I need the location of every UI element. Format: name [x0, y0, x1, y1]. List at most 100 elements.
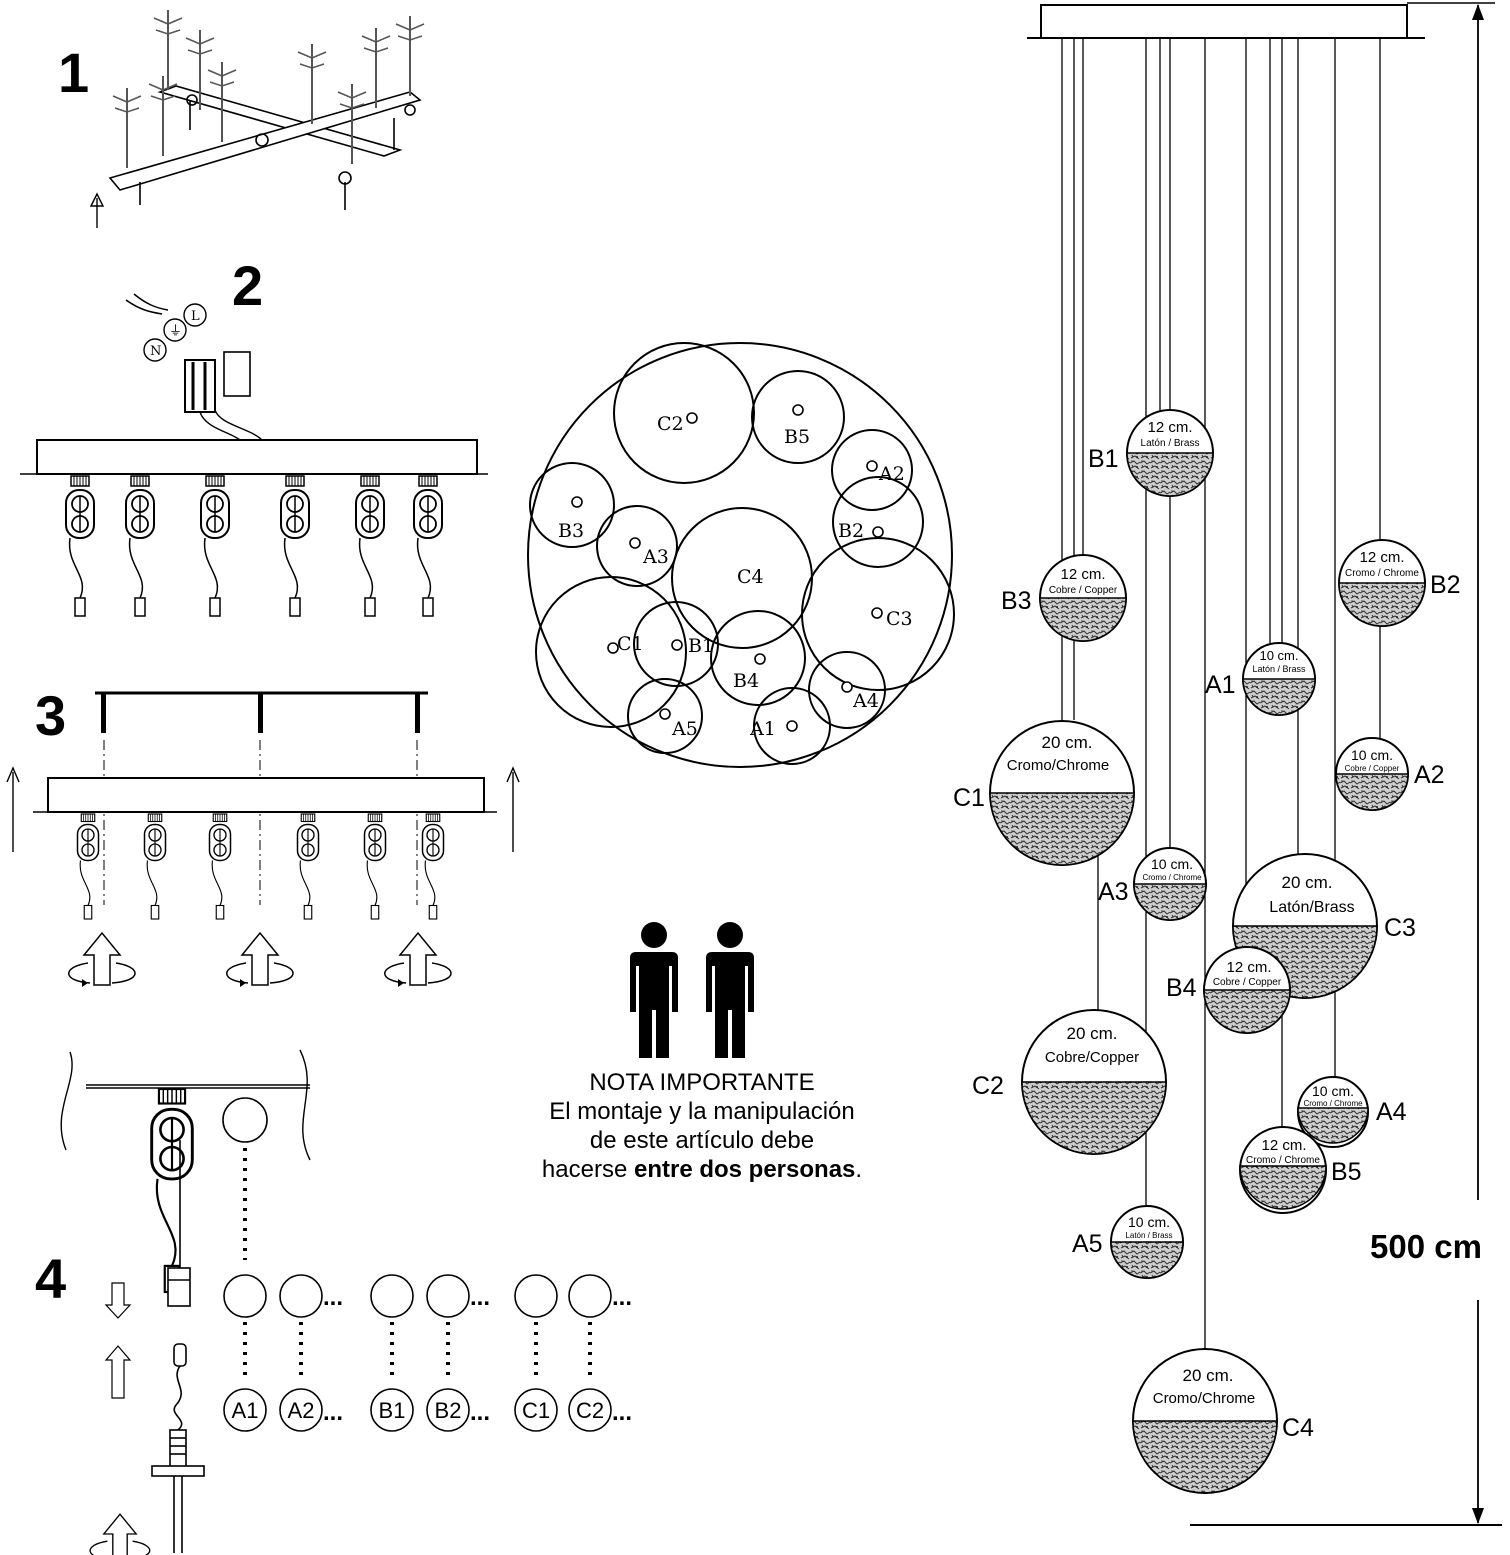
top-view-labels: C2 B5 A2 B3 A3 B2 C4 C3 C1 B1 B4 A4 A5 A…: [558, 413, 913, 740]
rotate-fix-icons: [67, 932, 452, 988]
canopy-plate: [36, 439, 478, 475]
step-2: 2 N ⏚ L: [20, 254, 488, 617]
pendant-size: 10 cm.: [1351, 747, 1393, 763]
pendant-size: 20 cm.: [1281, 873, 1332, 892]
up-arrow-icon: [104, 1345, 132, 1399]
note-heading: NOTA IMPORTANTE: [589, 1069, 815, 1096]
sequence-label: C1: [522, 1398, 550, 1423]
pendant-finish: Latón/Brass: [1269, 899, 1354, 916]
lamp-holder: [151, 1140, 205, 1553]
pendant-finish: Latón / Brass: [1252, 664, 1306, 674]
top-label: C4: [737, 566, 764, 588]
note-line-1: El montaje y la manipulación: [549, 1098, 855, 1125]
lift-arrow-left-icon: [6, 766, 20, 852]
step-3-number: 3: [35, 684, 66, 747]
pendant-A3: 10 cm. Cromo / Chrome A3: [1098, 847, 1207, 921]
top-label: B5: [784, 426, 810, 448]
earth-label: ⏚: [169, 323, 182, 338]
pendant-size: 20 cm.: [1182, 1366, 1233, 1385]
lift-arrow-right-icon: [506, 766, 520, 852]
pendant-B2: 12 cm. Cromo / Chrome B2: [1338, 539, 1461, 627]
pendant-finish: Cromo/Chrome: [1007, 757, 1110, 774]
elevation-canopy: [1040, 4, 1408, 39]
top-label: C2: [657, 413, 684, 435]
terminal-block: [184, 359, 216, 413]
sequence-label: C2: [576, 1398, 604, 1423]
note-line-3: hacerse entre dos personas.: [492, 1155, 912, 1184]
pendant-size: 12 cm.: [1261, 1137, 1306, 1154]
note-line-3-prefix: hacerse: [541, 1156, 634, 1183]
pendant-id: A5: [1072, 1230, 1103, 1258]
pendant-finish: Cobre / Copper: [1049, 585, 1118, 596]
sequence-ellipsis: ...: [612, 1399, 632, 1426]
down-arrow-icon: [104, 1282, 132, 1319]
wiring-diagram: N ⏚ L: [125, 293, 263, 441]
top-label: A5: [671, 718, 698, 740]
pendant-B1: 12 cm. Latón / Brass B1: [1088, 409, 1214, 497]
cross-bracket: [108, 85, 422, 210]
pendant-C1: 20 cm. Cromo/Chrome C1: [953, 720, 1135, 866]
note-line-2: de este artículo debe: [589, 1127, 815, 1154]
sequence-ellipsis: ...: [323, 1399, 343, 1426]
pendant-finish: Cromo/Chrome: [1153, 1390, 1256, 1407]
pendant-C4: 20 cm. Cromo/Chrome C4: [1132, 1348, 1314, 1494]
step-3: 3: [6, 684, 520, 988]
top-label: A2: [878, 463, 905, 485]
pendant-id: B2: [1430, 571, 1461, 599]
pendant-A1: 10 cm. Latón / Brass A1: [1205, 642, 1316, 716]
pendant-finish: Cobre / Copper: [1213, 977, 1282, 988]
pendant-B3: 12 cm. Cobre / Copper B3: [1001, 554, 1127, 642]
pendant-finish: Latón / Brass: [1125, 1231, 1172, 1240]
top-view-outline: [527, 342, 953, 768]
note-line-3-suffix: .: [855, 1156, 863, 1183]
pendant-id: A3: [1098, 878, 1129, 906]
globe-row: [223, 1274, 612, 1318]
pendant-id: C4: [1282, 1414, 1314, 1442]
height-label: 500 cm: [1370, 1228, 1482, 1265]
sequence-labels: A1 A2 B1 B2 C1 C2 ... ... ...: [223, 1388, 632, 1432]
pendant-size: 12 cm.: [1147, 419, 1192, 436]
top-label: B3: [558, 520, 584, 542]
pendant-size: 10 cm.: [1151, 856, 1193, 872]
top-label: B1: [688, 635, 714, 657]
step-4: 4: [35, 1049, 632, 1555]
pendant-finish: Cobre / Copper: [1345, 764, 1400, 773]
pendant-size: 12 cm.: [1226, 959, 1271, 976]
pendant-finish: Cromo / Chrome: [1303, 1099, 1363, 1108]
pendant-id: A4: [1376, 1098, 1407, 1126]
pendant-id: B3: [1001, 587, 1032, 615]
pendant-A2: 10 cm. Cobre / Copper A2: [1335, 737, 1445, 811]
ceiling-detail: [60, 1049, 311, 1161]
pendant-size: 10 cm.: [1128, 1214, 1170, 1230]
sequence-label: B1: [379, 1398, 406, 1423]
pendant-id: B4: [1166, 974, 1197, 1002]
pendant-finish: Cromo / Chrome: [1142, 873, 1202, 882]
step-1: 1: [58, 9, 425, 228]
pendant-size: 20 cm.: [1066, 1024, 1117, 1043]
step-2-number: 2: [232, 254, 263, 317]
canopy-plate: [47, 777, 485, 813]
sequence-ellipsis: ...: [470, 1399, 490, 1426]
top-label: B2: [838, 520, 864, 542]
pendant-finish: Latón / Brass: [1141, 438, 1200, 449]
ceiling-anchors: [101, 693, 420, 733]
neutral-label: N: [150, 344, 161, 359]
step-4-number: 4: [35, 1247, 66, 1310]
top-label: A1: [749, 718, 776, 740]
pendant-size: 10 cm.: [1312, 1083, 1354, 1099]
top-label: C1: [617, 633, 644, 655]
top-label: A3: [642, 546, 669, 568]
pendant-id: A1: [1205, 671, 1236, 699]
pendant-id: C2: [972, 1072, 1004, 1100]
important-note: NOTA IMPORTANTE El montaje y la manipula…: [492, 1068, 912, 1184]
pendant-C2: 20 cm. Cobre/Copper C2: [972, 1009, 1167, 1155]
earth-terminal: [163, 318, 187, 342]
pendant-size: 10 cm.: [1259, 648, 1298, 663]
terminal-cover: [223, 351, 251, 397]
top-label: A4: [852, 690, 879, 712]
pendant-size: 12 cm.: [1359, 549, 1404, 566]
sequence-label: A2: [288, 1398, 315, 1423]
pendant-B4: 12 cm. Cobre / Copper B4: [1166, 946, 1291, 1034]
pendant-id: A2: [1414, 761, 1445, 789]
pendant-id: B1: [1088, 445, 1119, 473]
